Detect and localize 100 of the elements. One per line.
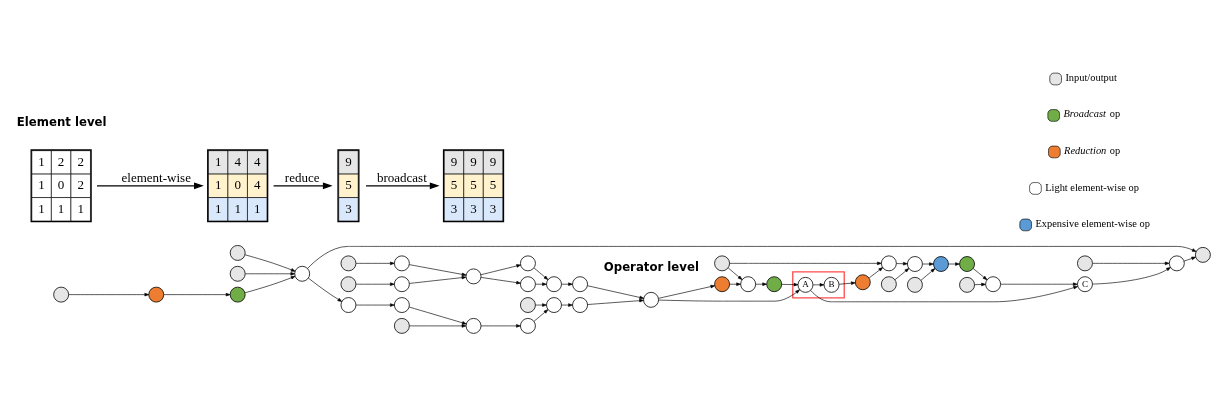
edge-label: element-wise: [121, 169, 191, 185]
arrow: [244, 276, 296, 294]
node-circle: [294, 265, 311, 282]
arrow: [587, 298, 644, 305]
node-circle: [394, 255, 410, 272]
arrow: [480, 277, 521, 285]
arrow: [355, 261, 395, 266]
arrow: [729, 261, 882, 266]
arrow: [1000, 282, 1078, 286]
node-circle: [959, 256, 975, 272]
arrow: [355, 282, 395, 286]
node-circle: [933, 256, 949, 272]
node-circle: [229, 286, 246, 303]
node-circle: [1077, 255, 1093, 272]
arrow: [96, 182, 204, 190]
arrow: [948, 262, 960, 266]
node-circle: [572, 297, 588, 313]
node-circle: [985, 276, 1001, 293]
node-circle: [546, 276, 562, 293]
arrow: [272, 182, 333, 190]
node-circle: [394, 318, 410, 334]
arrow: [68, 292, 150, 297]
legend-label: Reduction op: [1064, 144, 1121, 156]
arrow: [587, 285, 645, 300]
node-circle: [854, 274, 871, 291]
arrow: [535, 303, 547, 307]
legend-label: Input/output: [1065, 72, 1117, 84]
arrow: [533, 309, 549, 322]
arrow: [409, 275, 467, 284]
node-circle: [520, 255, 536, 272]
arrow: [355, 303, 395, 307]
arrow: [245, 272, 296, 276]
node-circle: [881, 255, 897, 272]
node-circle: [465, 318, 482, 334]
node-circle: [520, 318, 536, 334]
arrow: [755, 282, 767, 286]
node-circle: [229, 265, 246, 282]
node-circle: [340, 255, 357, 272]
arrow: [409, 324, 467, 328]
arrow: [533, 267, 549, 280]
node-circle: [572, 276, 588, 293]
node-circle: C: [1077, 276, 1093, 293]
node-circle: [340, 297, 357, 313]
node-circle: B: [823, 277, 840, 293]
arrow: [658, 289, 800, 302]
arrow: [781, 282, 799, 287]
arrow: [729, 282, 741, 286]
node-circle: [714, 276, 730, 293]
node-circle: [959, 277, 975, 293]
node-circle: [766, 276, 783, 293]
arrow: [812, 283, 825, 287]
node-circle: [546, 297, 562, 313]
edge-label: reduce: [284, 169, 320, 185]
arrow: [308, 277, 343, 302]
arrow: [920, 268, 936, 281]
arrow: [408, 306, 467, 325]
node-circle: [740, 276, 756, 293]
arrow: [163, 292, 231, 297]
arrow: [810, 285, 1078, 303]
arrow: [1092, 261, 1170, 266]
node-circle: [643, 291, 659, 308]
node-circle: [148, 286, 165, 303]
label: Element level: [16, 114, 107, 129]
arrow: [1092, 267, 1171, 285]
arrow: [868, 267, 883, 279]
arrow: [408, 264, 467, 277]
node-circle: [394, 297, 410, 313]
node-circle: [520, 297, 536, 313]
node-circle: [394, 276, 410, 293]
arrow: [480, 324, 521, 328]
arrow: [365, 182, 440, 190]
arrow: [894, 268, 910, 281]
arrow: [922, 262, 934, 266]
arrow: [561, 303, 573, 307]
edge-label: broadcast: [376, 169, 427, 185]
arrow: [561, 282, 573, 286]
arrow: [480, 264, 521, 276]
node-circle: [465, 268, 482, 285]
arrow: [244, 254, 296, 272]
arrow: [535, 282, 547, 286]
legend-label: Light element-wise op: [1045, 181, 1139, 193]
node-circle: [340, 276, 357, 293]
node-circle: [907, 256, 923, 272]
legend-label: Expensive element-wise op: [1035, 218, 1150, 230]
arrow: [972, 268, 988, 281]
node-circle: [229, 245, 246, 261]
node-circle: [714, 255, 730, 272]
arrow: [896, 262, 908, 266]
legend-label: Broadcast op: [1063, 108, 1121, 120]
node-circle: [1195, 247, 1211, 263]
node-circle: [907, 277, 923, 293]
arrow: [307, 246, 1197, 269]
arrow: [838, 281, 856, 285]
node-circle: [520, 276, 536, 293]
arrow: [1183, 256, 1196, 262]
arrow: [727, 267, 743, 280]
arrow: [974, 282, 986, 287]
arrow: [658, 284, 716, 299]
node-circle: [53, 286, 69, 303]
label: Operator level: [603, 260, 699, 275]
